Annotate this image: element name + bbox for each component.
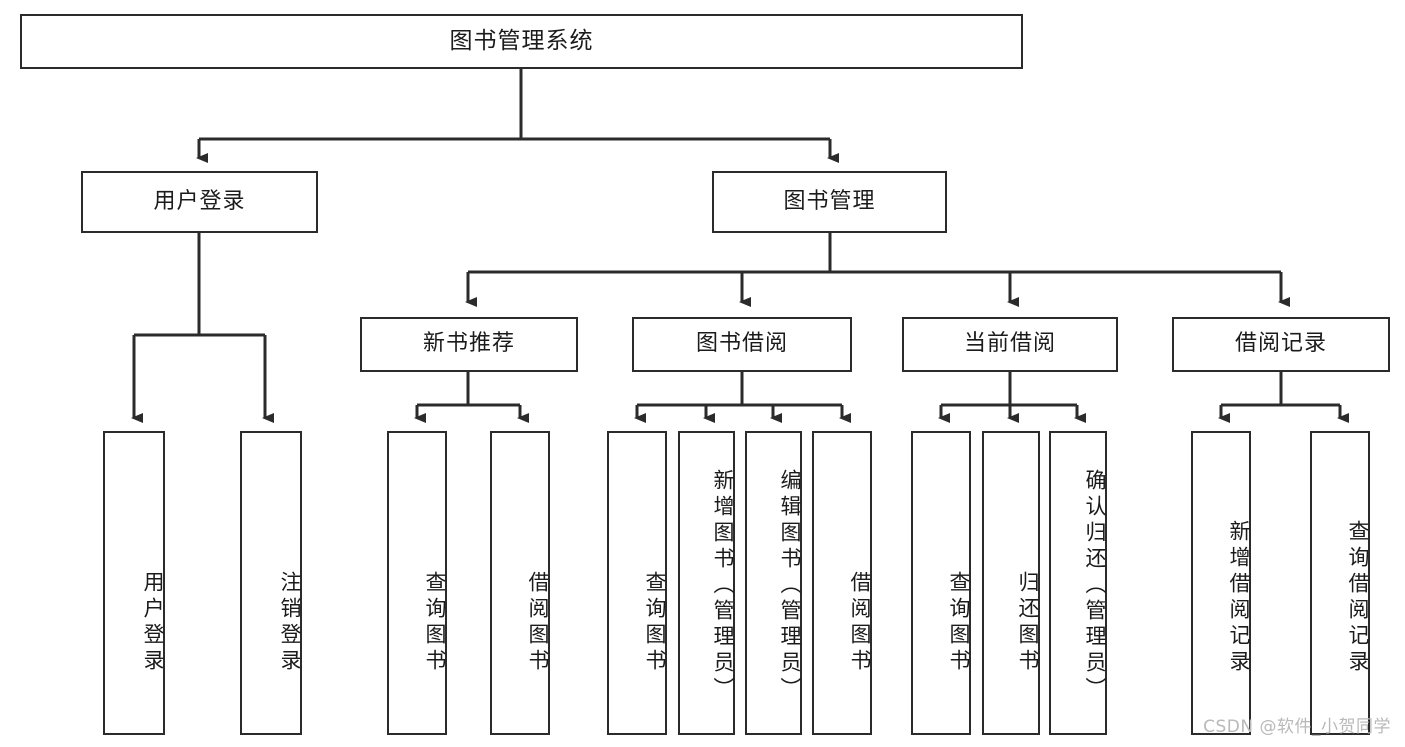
watermark-text: CSDN @软件_小贺同学 [1203, 717, 1391, 737]
node-user-login[interactable]: 用户登录 [81, 171, 318, 233]
node-leaf-edit-book[interactable]: 编辑图书（管理员） [745, 431, 802, 735]
node-leaf-return-book[interactable]: 归还图书 [982, 431, 1040, 735]
node-root-label: 图书管理系统 [449, 27, 594, 54]
node-current-borrow[interactable]: 当前借阅 [902, 317, 1118, 372]
node-leaf-borrow-book-1[interactable]: 借阅图书 [490, 431, 550, 735]
node-book-borrow-label: 图书借阅 [695, 331, 788, 357]
node-leaf-edit-book-label: 编辑图书（管理员） [778, 469, 802, 703]
node-book-management-label: 图书管理 [783, 188, 876, 214]
node-leaf-add-book-label: 新增图书（管理员） [711, 469, 735, 703]
node-leaf-query-book-1[interactable]: 查询图书 [387, 431, 447, 735]
node-leaf-add-borrow-record-label: 新增借阅记录 [1227, 520, 1251, 676]
node-leaf-add-borrow-record[interactable]: 新增借阅记录 [1191, 431, 1251, 735]
node-new-book-recommend-label: 新书推荐 [422, 331, 515, 357]
node-leaf-query-book-2-label: 查询图书 [643, 571, 667, 675]
node-leaf-query-book-3-label: 查询图书 [947, 571, 971, 675]
node-current-borrow-label: 当前借阅 [963, 331, 1056, 357]
node-leaf-logout[interactable]: 注销登录 [240, 431, 302, 735]
node-leaf-return-book-label: 归还图书 [1016, 571, 1040, 675]
node-leaf-query-book-3[interactable]: 查询图书 [911, 431, 971, 735]
node-leaf-confirm-return-label: 确认归还（管理员） [1083, 469, 1107, 703]
node-leaf-query-borrow-record[interactable]: 查询借阅记录 [1310, 431, 1370, 735]
node-leaf-borrow-book-1-label: 借阅图书 [526, 571, 550, 675]
node-leaf-user-login[interactable]: 用户登录 [103, 431, 165, 735]
node-leaf-logout-label: 注销登录 [278, 571, 302, 675]
node-leaf-query-borrow-record-label: 查询借阅记录 [1346, 520, 1370, 676]
node-leaf-borrow-book-2[interactable]: 借阅图书 [812, 431, 872, 735]
node-leaf-confirm-return[interactable]: 确认归还（管理员） [1049, 431, 1107, 735]
node-leaf-borrow-book-2-label: 借阅图书 [848, 571, 872, 675]
node-book-borrow[interactable]: 图书借阅 [632, 317, 852, 372]
node-new-book-recommend[interactable]: 新书推荐 [360, 317, 578, 372]
node-leaf-add-book[interactable]: 新增图书（管理员） [678, 431, 735, 735]
node-root[interactable]: 图书管理系统 [20, 14, 1023, 69]
node-book-management[interactable]: 图书管理 [712, 171, 947, 233]
node-borrow-record-label: 借阅记录 [1234, 331, 1327, 357]
node-borrow-record[interactable]: 借阅记录 [1172, 317, 1390, 372]
node-leaf-query-book-2[interactable]: 查询图书 [607, 431, 667, 735]
node-leaf-query-book-1-label: 查询图书 [423, 571, 447, 675]
node-leaf-user-login-label: 用户登录 [141, 571, 165, 675]
node-user-login-label: 用户登录 [153, 188, 246, 214]
